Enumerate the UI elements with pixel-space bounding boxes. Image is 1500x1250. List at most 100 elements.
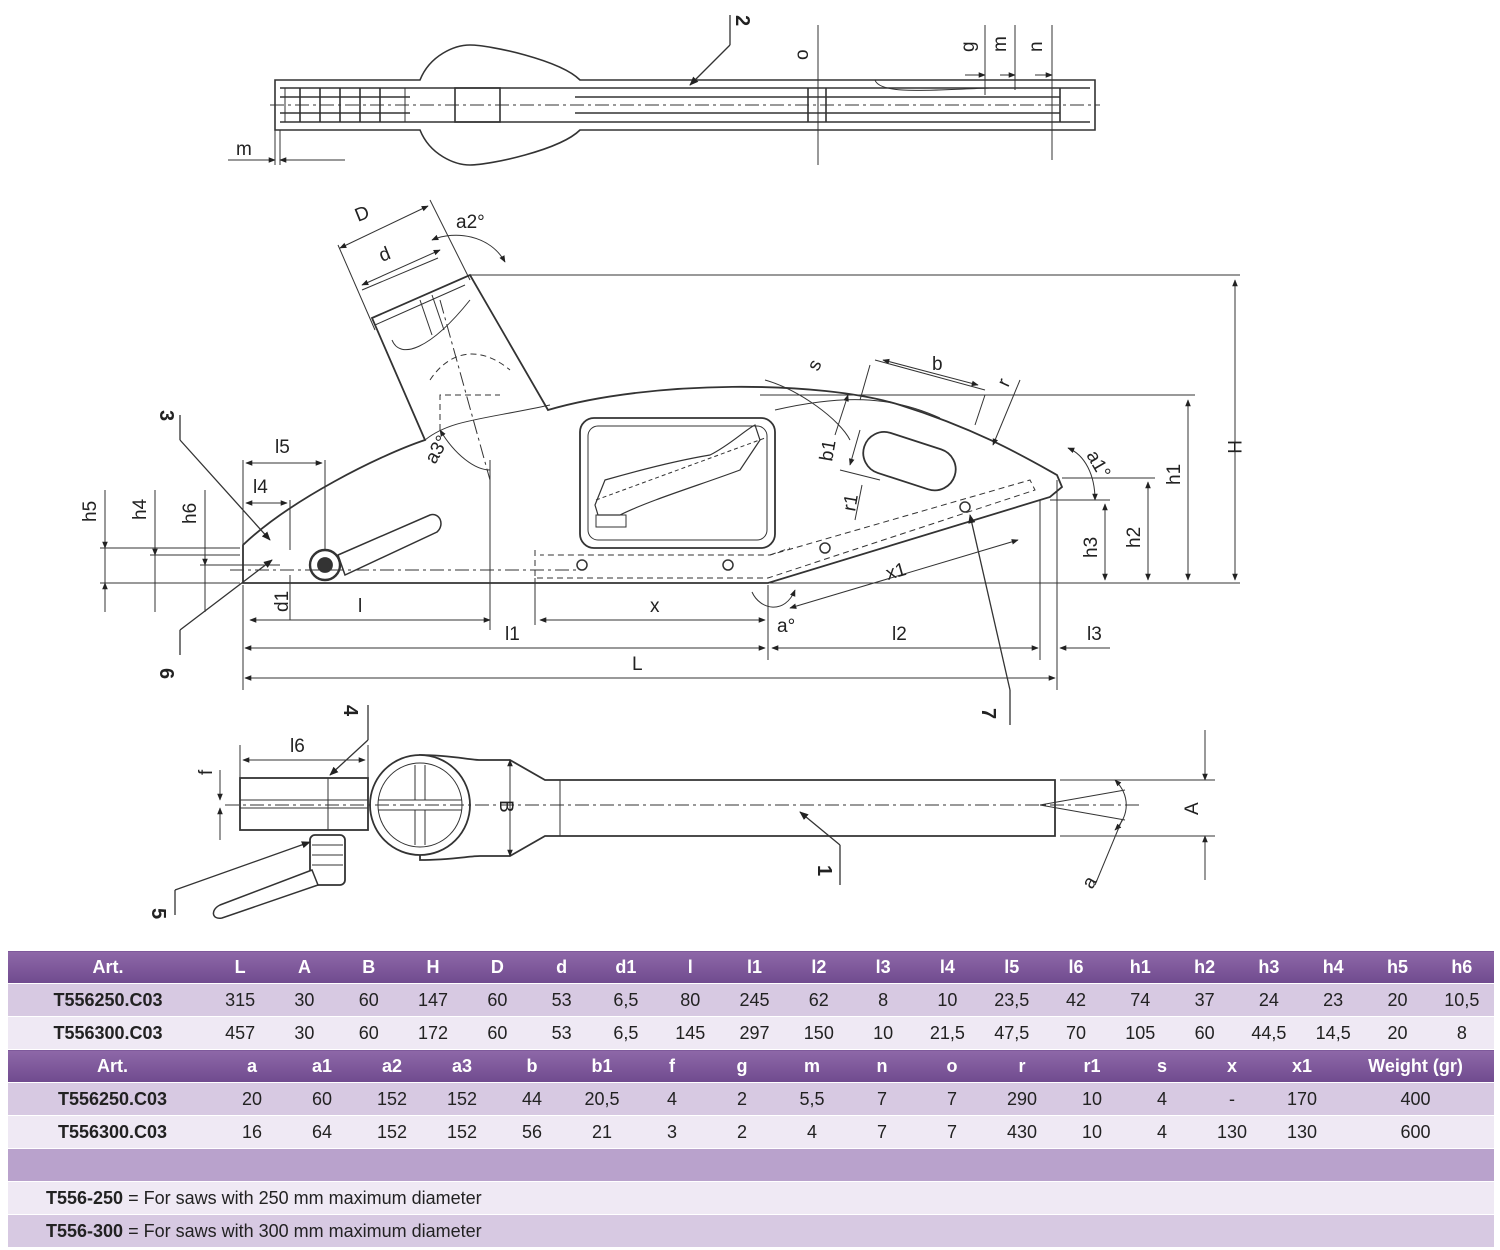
note-text: = For saws with 300 mm maximum diameter [123,1220,482,1241]
table-spacer-row [8,1148,1494,1182]
table-cell: 60 [287,1082,357,1116]
side-label-a1: a1° [1082,447,1115,482]
table-cell: 6,5 [593,1016,659,1049]
table-cell: a1 [287,1049,357,1083]
table-cell: 24 [1236,983,1302,1017]
table-cell: a2 [357,1049,427,1083]
note-row: T556-300 = For saws with 300 mm maximum … [8,1214,1494,1247]
table-cell: d [529,950,594,984]
side-label-d: d [376,243,394,266]
side-label-h4: h4 [130,498,151,520]
table-cell: l2 [786,950,851,984]
table-cell: 400 [1337,1082,1494,1116]
table-cell: h3 [1236,950,1302,984]
table-cell: g [707,1049,777,1083]
table-cell: 152 [427,1082,497,1116]
table-cell: Art. [8,950,208,984]
top-view [228,15,1100,166]
bottom-label-B: B [495,800,516,813]
table-cell: o [917,1049,987,1083]
table-cell: T556250.C03 [8,983,208,1017]
table-cell: l4 [915,950,980,984]
table-cell: h4 [1301,950,1366,984]
table-cell: 21 [567,1115,637,1148]
table-cell: 152 [357,1115,427,1148]
table-cell: l1 [722,950,787,984]
table-cell: 14,5 [1301,1016,1366,1049]
table-cell: Art. [8,1049,217,1083]
part-number-1: 1 [813,865,835,876]
side-label-l2: l2 [892,624,907,645]
table-cell: r [987,1049,1057,1083]
table-cell: x [1197,1049,1267,1083]
table-cell: 130 [1267,1115,1337,1148]
table-cell: 10 [1057,1082,1127,1116]
top-label-o: o [792,49,813,60]
table-cell: 30 [272,983,337,1017]
side-label-h6: h6 [180,503,201,524]
clamp-lever [337,513,442,577]
table-cell: 600 [1337,1115,1494,1148]
side-view-window [579,417,776,549]
table-cell: 430 [987,1115,1057,1148]
part-number-5: 5 [147,908,169,919]
table-cell: 6,5 [593,983,659,1017]
table-cell: 150 [786,1016,851,1049]
table-cell: 7 [917,1115,987,1148]
table-cell: 245 [722,983,787,1017]
table-cell: b [497,1049,567,1083]
bottom-view [174,705,1215,919]
table-cell: A [272,950,337,984]
top-label-m-left: m [236,139,252,160]
table-cell: 4 [777,1115,847,1148]
part-number-4: 4 [339,705,361,717]
table-cell: 10 [915,983,980,1017]
table-cell: 152 [357,1082,427,1116]
side-label-h2: h2 [1124,527,1145,548]
side-label-l1: l1 [505,624,520,645]
table-cell: L [208,950,273,984]
note-text: = For saws with 250 mm maximum diameter [123,1187,482,1208]
table-cell: 20 [1365,983,1430,1017]
table-cell: 145 [658,1016,723,1049]
side-label-h1: h1 [1164,464,1185,485]
table-cell: 8 [850,983,916,1017]
table-cell: 10 [850,1016,916,1049]
top-view-labels: m o g m n 2 [236,15,1047,160]
table-cell: l3 [850,950,916,984]
table-cell: 2 [707,1115,777,1148]
side-label-D: D [352,202,373,227]
table-cell: 152 [427,1115,497,1148]
side-view-labels: D d a2° a3° l5 l4 h5 h4 h6 d1 l l1 x a° … [80,202,1244,719]
table-cell: f [637,1049,707,1083]
bottom-label-a: a [1078,872,1102,892]
table-cell: 53 [529,983,594,1017]
table-cell: b1 [567,1049,637,1083]
table-cell: 172 [400,1016,466,1049]
table-cell: T556300.C03 [8,1115,217,1148]
table-cell: - [1197,1082,1267,1116]
side-label-r: r [993,375,1015,390]
table-cell: 4 [1127,1082,1197,1116]
top-label-n: n [1026,41,1047,52]
table-cell: h6 [1429,950,1494,984]
table-cell: B [336,950,401,984]
part-number-3: 3 [155,410,177,421]
table-cell: 7 [847,1115,917,1148]
table-cell: l5 [979,950,1044,984]
table-cell: n [847,1049,917,1083]
side-label-x: x [650,596,660,617]
bottom-label-A: A [1182,802,1203,815]
side-view-body [242,273,1064,584]
table-cell: Weight (gr) [1337,1049,1494,1083]
table-cell: 60 [336,1016,401,1049]
table-cell: 37 [1172,983,1237,1017]
table-cell: s [1127,1049,1197,1083]
side-label-a: a° [777,616,795,637]
table-cell: 70 [1043,1016,1109,1049]
side-label-l3: l3 [1087,624,1102,645]
